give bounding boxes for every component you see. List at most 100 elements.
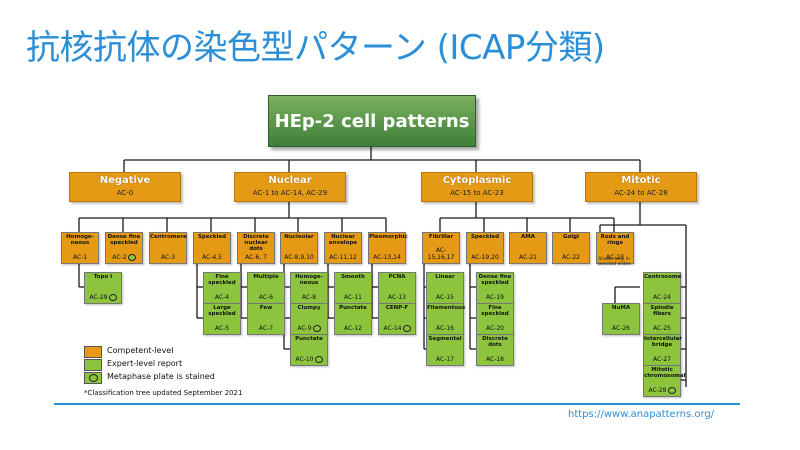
pattern-name: PCNA: [388, 274, 406, 280]
category-name: Nuclear: [268, 175, 312, 186]
pattern-name: Homoge-neous: [295, 274, 323, 286]
pattern-name: Intercellular bridge: [644, 336, 683, 348]
pattern-code: AC-9: [291, 325, 327, 332]
pattern-name: Dense fine speckled: [478, 274, 512, 286]
pattern-name: Rods and rings: [600, 234, 630, 246]
legend-label: Metaphase plate is stained: [107, 372, 215, 381]
pattern-speckled: Speckled AC-4,5: [193, 232, 231, 264]
competent-swatch: [84, 346, 102, 358]
pattern-name: Nuclear envelope: [328, 234, 358, 246]
pattern-name: Centrosome: [644, 274, 682, 280]
pattern-name: Mitotic chromosomal: [644, 367, 686, 379]
pattern-code: AC-7: [258, 325, 274, 332]
pattern-code: AC-10: [291, 356, 327, 363]
pattern-code: AC-3: [160, 254, 176, 261]
pattern-name: Speckled: [197, 234, 227, 240]
pattern-pcna: PCNA AC-13: [378, 272, 416, 304]
pattern-code-text: AC-2: [112, 254, 127, 261]
pattern-code: AC-4,5: [202, 254, 222, 261]
pattern-code: AC-11,12: [329, 254, 357, 261]
pattern-name: Speckled: [470, 234, 500, 240]
metaphase-icon: [314, 356, 323, 363]
pattern-name: Linear: [435, 274, 455, 280]
pattern-linear: Linear AC-15: [426, 272, 464, 304]
category-code: AC-15 to AC-23: [450, 189, 504, 197]
category-name: Cytoplasmic: [442, 175, 512, 186]
metaphase-icon: [89, 374, 98, 382]
pattern-few: Few AC-7: [247, 303, 285, 335]
pattern-name: Multiple: [253, 274, 279, 280]
pattern-code: AC-17: [436, 356, 454, 363]
pattern-code: AC-8,9,10: [284, 254, 314, 261]
pattern-centromere: Centromere AC-3: [149, 232, 187, 264]
pattern-code: AC-14: [379, 325, 415, 332]
legend-label: Competent-level: [107, 346, 174, 355]
pattern-name: Nucleolar: [284, 234, 314, 240]
pattern-name: Punctate: [339, 305, 367, 311]
pattern-name: Centromere: [150, 234, 187, 240]
pattern-multiple: Multiple AC-6: [247, 272, 285, 304]
pattern-golgi: Golgi AC-22: [552, 232, 590, 264]
pattern-spindle-fibers: Spindle fibers AC-25: [643, 303, 681, 335]
pattern-large-speckled: Large speckled AC-5: [203, 303, 241, 335]
pattern-code: AC-13: [388, 294, 406, 301]
pattern-code-text: AC-14: [383, 325, 402, 332]
bottom-rule: [54, 403, 740, 405]
pattern-name: Dense fine speckled: [107, 234, 141, 246]
pattern-ama: AMA AC-21: [509, 232, 547, 264]
category-code: AC-1 to AC-14, AC-29: [252, 189, 328, 197]
pattern-smooth: Smooth AC-11: [334, 272, 372, 304]
pattern-name: Golgi: [562, 234, 579, 240]
pattern-code-text: AC-28: [648, 387, 667, 394]
metaphase-swatch: [84, 372, 102, 384]
pattern-nuclear-envelope: Nuclear envelope AC-11,12: [324, 232, 362, 264]
pattern-homogeneous: Homoge-neous AC-1: [61, 232, 99, 264]
pattern-code: AC-24: [653, 294, 671, 301]
pattern-name: Discrete nuclear dots: [243, 234, 269, 252]
pattern-numa: NuMA AC-26: [602, 303, 640, 335]
pattern-code: AC-20: [486, 325, 504, 332]
pattern-code: AC-11: [344, 294, 362, 301]
pattern-name: AMA: [521, 234, 535, 240]
category-code: AC-24 to AC-28: [614, 189, 668, 197]
pattern-code: AC-6, 7: [245, 254, 267, 261]
category-code: AC-0: [116, 189, 134, 197]
pattern-pleomorphic: Pleomorphic AC-13,14: [368, 232, 408, 264]
category-nuclear: Nuclear AC-1 to AC-14, AC-29: [234, 172, 346, 202]
pattern-code: AC-5: [214, 325, 230, 332]
pattern-filamentous: Filamentous AC-16: [426, 303, 465, 335]
pattern-cenp-f: CENP-F AC-14: [378, 303, 416, 335]
pattern-code-text: AC-9: [297, 325, 312, 332]
pattern-code: AC-2: [106, 254, 142, 261]
pattern-name: Clumpy: [297, 305, 321, 311]
pattern-name: Topo I: [93, 274, 113, 280]
pattern-name: NuMA: [611, 305, 631, 311]
pattern-dense-fine-speckled: Dense fine speckled AC-2: [105, 232, 143, 264]
legend-label: Expert-level report: [107, 359, 183, 368]
pattern-intercellular-bridge: Intercellular bridge AC-27: [643, 334, 683, 366]
source-url[interactable]: https://www.anapatterns.org/: [568, 409, 715, 420]
category-negative: Negative AC-0: [69, 172, 181, 202]
pattern-topo-i: Topo I AC-29: [84, 272, 122, 304]
pattern-punctate-nucleolar: Punctate AC-10: [290, 334, 328, 366]
pattern-cyto-dense-fine-speckled: Dense fine speckled AC-19: [476, 272, 514, 304]
pattern-name: Fine speckled: [208, 274, 236, 286]
pattern-nucleolar: Nucleolar AC-8,9,10: [280, 232, 318, 264]
metaphase-icon: [667, 387, 676, 394]
pattern-code-text: AC-29: [89, 294, 108, 301]
pattern-mitotic-chromosomal: Mitotic chromosomal AC-28: [643, 365, 686, 397]
pattern-nucleolar-homogeneous: Homoge-neous AC-8: [290, 272, 328, 304]
pattern-code: AC-25: [653, 325, 671, 332]
pattern-name: Spindle fibers: [650, 305, 674, 317]
slide-title: 抗核抗体の染色型パターン (ICAP分類): [26, 28, 605, 68]
pattern-name: Segmental: [428, 336, 462, 342]
pattern-segmental: Segmental AC-17: [426, 334, 464, 366]
pattern-code: AC-22: [562, 254, 580, 261]
metaphase-icon: [402, 325, 411, 332]
pattern-code: AC-15: [436, 294, 454, 301]
pattern-fibrillar: Fibrillar AC-15,16,17: [422, 232, 460, 264]
pattern-code: AC-16: [436, 325, 454, 332]
pattern-code: AC-28: [644, 387, 680, 394]
pattern-name: Fibrillar: [428, 234, 454, 240]
